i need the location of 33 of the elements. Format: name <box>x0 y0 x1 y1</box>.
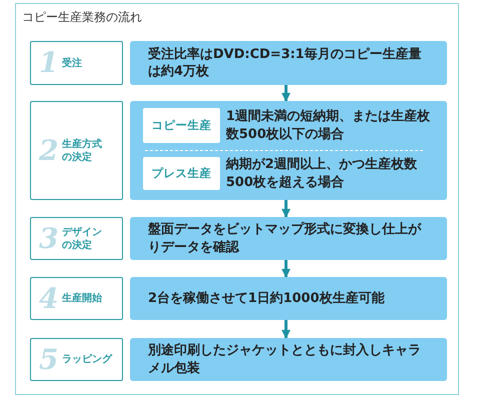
option-label: プレス生産 <box>143 157 220 190</box>
step-number: 4 <box>39 284 58 312</box>
description-text: 別途印刷したジャケットとともに封入しキャラメル包装 <box>148 342 422 378</box>
description-box <box>130 217 447 260</box>
step-number: 1 <box>39 49 58 77</box>
step-number: 3 <box>39 224 58 252</box>
arrow <box>282 85 290 102</box>
step-label: 受注 <box>62 58 83 70</box>
step-label: 生産開始 <box>62 293 103 306</box>
arrow <box>282 320 290 339</box>
option-label: コピー生産 <box>143 108 220 143</box>
option-description: 納期が2週間以上、かつ生産枚数500枚を超える場合 <box>226 156 418 192</box>
arrow <box>282 260 290 278</box>
options-panel <box>130 101 447 200</box>
step-box <box>30 41 123 85</box>
step-box <box>30 101 123 200</box>
title: コピー生産業務の流れ <box>22 9 142 26</box>
description-text: 2台を稼働させて1日約1000枚生産可能 <box>148 290 386 308</box>
option-description: 1週間未満の短納期、または生産枚数500枚以下の場合 <box>226 108 431 144</box>
description-box <box>130 41 447 85</box>
description-box <box>130 277 447 320</box>
description-text: 受注比率はDVD:CD=3:1毎月のコピー生産量は約4万枚 <box>148 46 422 81</box>
step-box <box>30 277 123 320</box>
step-number: 5 <box>39 346 58 374</box>
step-label: ラッピング <box>62 354 114 366</box>
step-box <box>30 217 123 260</box>
arrow <box>282 200 290 218</box>
description-text: 盤面データをビットマップ形式に変換し仕上がりデータを確認 <box>148 221 422 256</box>
step-number: 2 <box>39 136 58 164</box>
step-label: デザインの決定 <box>62 227 103 252</box>
description-box <box>130 338 447 381</box>
step-box <box>30 338 123 381</box>
step-label: 生産方式の決定 <box>62 139 103 164</box>
